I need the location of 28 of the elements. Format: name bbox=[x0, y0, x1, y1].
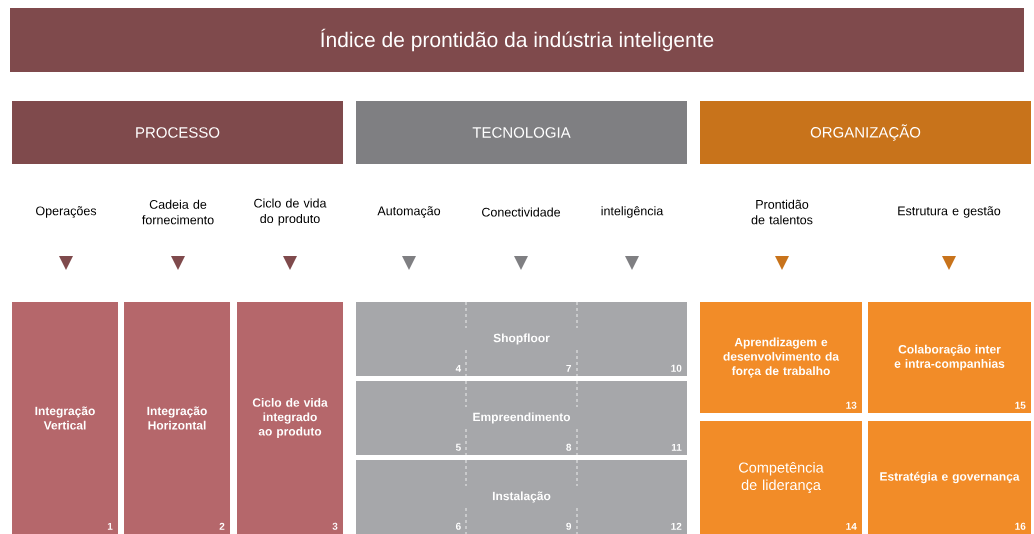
box-number: 4 bbox=[455, 364, 462, 372]
column-heading: Cadeia de fornecimento bbox=[142, 199, 214, 225]
column-heading: Prontidão de talentos bbox=[751, 199, 813, 225]
box-number: 11 bbox=[671, 443, 682, 451]
box-number: 3 bbox=[332, 522, 338, 530]
box-number: 1 bbox=[107, 522, 113, 530]
column-heading: Estrutura e gestão bbox=[898, 206, 1001, 218]
box-number: 2 bbox=[219, 522, 225, 530]
box-number: 9 bbox=[566, 522, 572, 530]
box-number: 12 bbox=[671, 522, 682, 530]
column-heading: Ciclo de vida do produto bbox=[254, 198, 327, 226]
column-heading: inteligência bbox=[601, 206, 664, 218]
box-number: 5 bbox=[455, 443, 461, 451]
category-header: ORGANIZAÇÃO bbox=[700, 101, 1031, 164]
box-number: 7 bbox=[566, 364, 572, 372]
box-number: 10 bbox=[671, 364, 682, 372]
box-number: 15 bbox=[1015, 401, 1026, 409]
column-heading: Automação bbox=[377, 206, 441, 218]
box-number: 6 bbox=[455, 522, 461, 530]
column-heading: Conectividade bbox=[482, 207, 561, 217]
box-number: 13 bbox=[846, 401, 857, 409]
title-band: Índice de prontidão da indústria inteligente bbox=[10, 8, 1024, 72]
column-heading: Operações bbox=[36, 206, 97, 218]
box-number: 14 bbox=[846, 522, 857, 530]
box-number: 16 bbox=[1015, 522, 1026, 530]
category-header: PROCESSO bbox=[12, 101, 343, 164]
box-number: 8 bbox=[566, 443, 572, 451]
category-header: TECNOLOGIA bbox=[356, 101, 687, 164]
